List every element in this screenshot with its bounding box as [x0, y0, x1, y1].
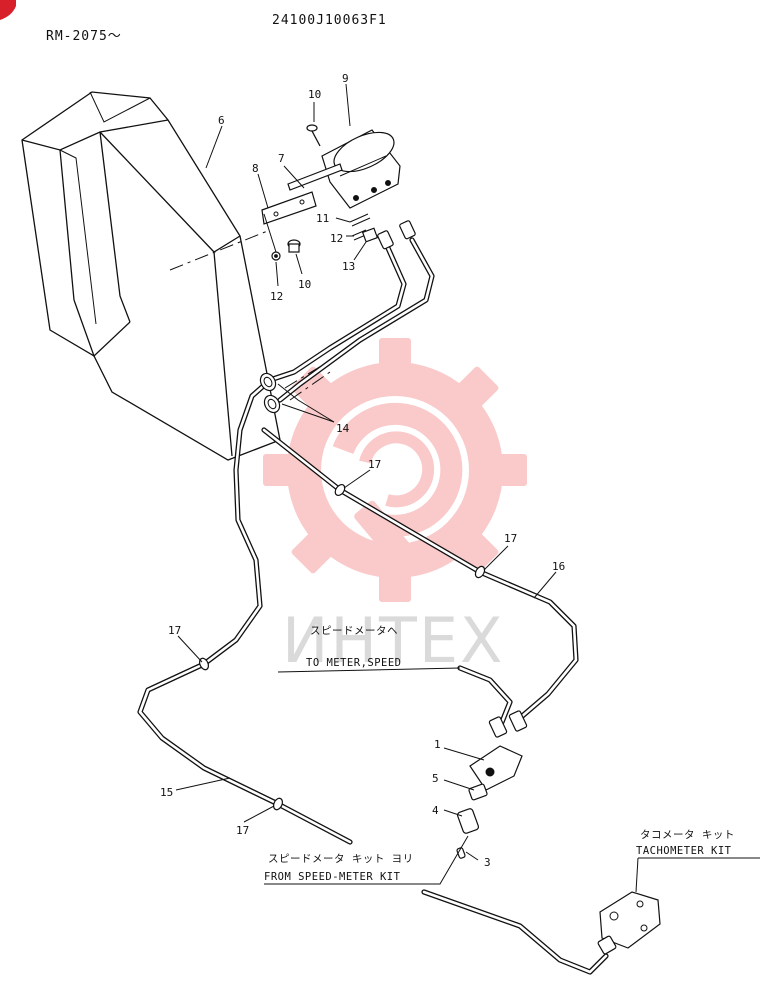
callout-17-d: 17	[236, 824, 249, 837]
callout-17-b: 17	[504, 532, 517, 545]
callout-13: 13	[342, 260, 355, 273]
centerline-bracket	[169, 229, 271, 271]
upper-cables	[201, 237, 435, 667]
callout-5: 5	[432, 772, 439, 785]
drawing-number: 24100J10063F1	[272, 13, 387, 28]
centerline-cable-2	[289, 371, 331, 401]
clamp-17-a	[334, 483, 346, 497]
callout-3: 3	[484, 856, 491, 869]
cable-tacho	[421, 889, 609, 975]
callout-12-right: 12	[330, 232, 343, 245]
note-from-kit-jp: スピードメータ キット ヨリ	[268, 853, 414, 865]
callout-7: 7	[278, 152, 285, 165]
drive-joint	[456, 710, 528, 859]
clamp-17-b	[474, 565, 486, 579]
callout-15: 15	[160, 786, 173, 799]
callout-16: 16	[552, 560, 565, 573]
note-tacho-kit-en: TACHOMETER KIT	[636, 845, 732, 857]
callout-14: 14	[336, 422, 350, 435]
callout-10-bottom: 10	[298, 278, 311, 291]
callout-17-a: 17	[368, 458, 381, 471]
washer-11	[349, 213, 371, 227]
clamp-17-d	[272, 797, 284, 811]
corner-mark	[0, 0, 16, 20]
grommet-14-upper	[259, 372, 277, 392]
leader-lines	[175, 83, 760, 893]
callout-11: 11	[316, 212, 329, 225]
callout-17-c: 17	[168, 624, 181, 637]
callout-numbers: 1 3 4 5 6 7 8 9 10 10 11 12 12 13 14 15 …	[160, 72, 565, 869]
note-from-kit-en: FROM SPEED-METER KIT	[264, 871, 401, 883]
meter-assembly	[261, 129, 401, 225]
note-to-meter-jp: スピードメータヘ	[310, 625, 398, 637]
cable-16	[261, 427, 579, 721]
screw-10-top	[306, 124, 321, 147]
callout-10-top: 10	[308, 88, 321, 101]
cab-console	[21, 91, 281, 461]
cable-15	[137, 661, 353, 845]
plug-13	[361, 227, 379, 243]
note-to-meter-en: TO METER,SPEED	[306, 657, 402, 669]
callout-9: 9	[342, 72, 349, 85]
callout-8: 8	[252, 162, 259, 175]
callout-1: 1	[434, 738, 441, 751]
callout-12-left: 12	[270, 290, 283, 303]
callout-6: 6	[218, 114, 225, 127]
cable-to-meter	[457, 665, 513, 725]
tachometer-flange	[597, 891, 661, 955]
model-range: RM-2075～	[46, 29, 122, 44]
screw-10-bottom	[287, 239, 301, 253]
callout-4: 4	[432, 804, 439, 817]
meter-connectors	[377, 220, 416, 250]
grommet-14-lower	[263, 394, 281, 414]
watermark-gear-logo	[263, 338, 527, 602]
nut-12-left	[271, 251, 281, 261]
watermark-text: ИНТЕХ	[282, 604, 505, 677]
note-tacho-kit-jp: タコメータ キット	[640, 829, 735, 841]
